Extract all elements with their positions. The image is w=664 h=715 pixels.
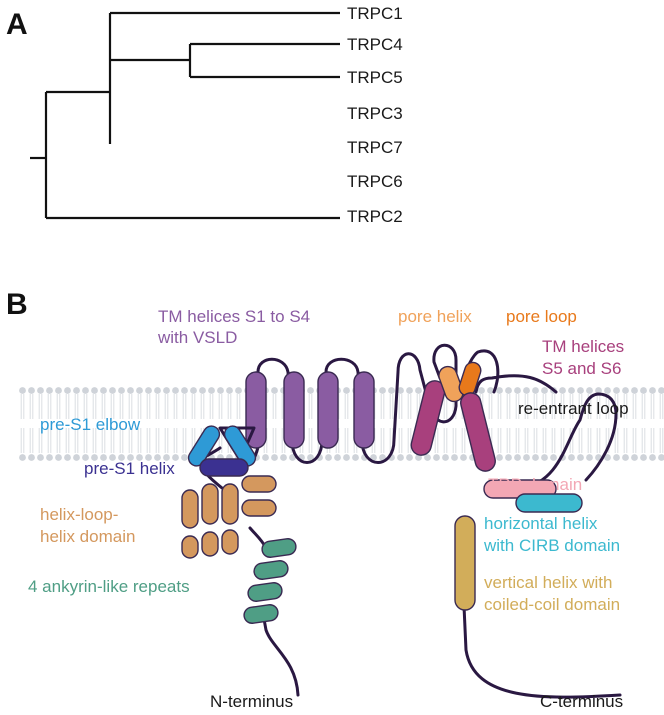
label-re-entrant-loop: re-entrant loop — [518, 399, 629, 418]
label-vertical-line1: vertical helix with — [484, 573, 613, 592]
tree-leaf-trpc3: TRPC3 — [347, 104, 403, 123]
label-hlh-line2: helix domain — [40, 527, 135, 546]
label-tm-s1-s4-line1: TM helices S1 to S4 — [158, 307, 310, 326]
helix-loop-helix-domain — [181, 475, 277, 559]
label-tm-s5-s6-line2: S5 and S6 — [542, 359, 621, 378]
tm-helices-s1-s4 — [245, 371, 375, 449]
pre-s1-helix — [199, 458, 249, 477]
tree-leaf-trpc5: TRPC5 — [347, 68, 403, 87]
tm-helix-s5 — [410, 380, 446, 456]
label-tm-s5-s6-line1: TM helices — [542, 337, 624, 356]
ankyrin-repeats — [243, 538, 297, 624]
lipid-bilayer — [18, 386, 664, 462]
tree-leaf-trpc7: TRPC7 — [347, 138, 403, 157]
label-ankyrin: 4 ankyrin-like repeats — [28, 577, 190, 596]
tree-branches-lower — [110, 42, 340, 79]
panel-letter-a: A — [6, 8, 28, 41]
tree-leaf-trpc1: TRPC1 — [347, 4, 403, 23]
vertical-helix — [454, 515, 476, 611]
label-pore-helix: pore helix — [398, 307, 472, 326]
panel-letter-b: B — [6, 288, 28, 321]
label-trp-domain: TRP domain — [488, 475, 582, 494]
tree-leaf-trpc2: TRPC2 — [347, 207, 403, 226]
horizontal-helix — [515, 493, 583, 513]
label-vertical-line2: coiled-coil domain — [484, 595, 620, 614]
label-hlh-line1: helix-loop- — [40, 505, 118, 524]
tree-leaf-trpc4: TRPC4 — [347, 35, 403, 54]
label-horizontal-line2: with CIRB domain — [483, 536, 620, 555]
label-c-terminus: C-terminus — [540, 692, 623, 711]
tree-leaf-trpc6: TRPC6 — [347, 172, 403, 191]
label-tm-s1-s4-line2: with VSLD — [157, 328, 237, 347]
phylogenetic-tree — [30, 11, 340, 220]
label-pre-s1-elbow: pre-S1 elbow — [40, 415, 141, 434]
tm-helix-s6 — [460, 392, 496, 472]
label-horizontal-line1: horizontal helix — [484, 514, 598, 533]
pore-helix — [438, 365, 464, 403]
pre-s1-elbow — [187, 425, 257, 467]
label-pore-loop: pore loop — [506, 307, 577, 326]
label-n-terminus: N-terminus — [210, 692, 293, 711]
label-pre-s1-helix: pre-S1 helix — [84, 459, 175, 478]
